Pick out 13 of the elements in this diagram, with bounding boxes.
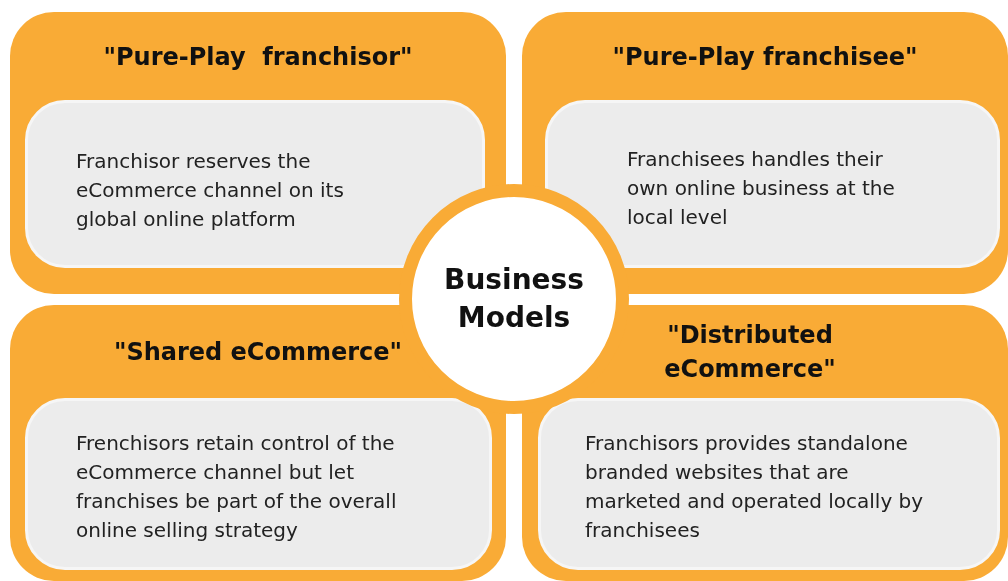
card-heading: "Pure-Play franchisor" [102, 42, 414, 73]
description-panel [25, 100, 485, 268]
card-heading: "Shared eCommerce" [112, 337, 404, 368]
card-heading: "Pure-Play franchisee" [611, 42, 919, 73]
card-heading: "Distributed eCommerce" [663, 320, 837, 385]
description-text: Franchisees handles their own online business at the local level [627, 146, 896, 231]
description-text: Franchisor reserves the eCommerce channel on its global online platform [76, 148, 345, 233]
center-title: Business Models [443, 262, 585, 336]
description-panel [538, 398, 1000, 570]
description-text: Franchisors provides standalone branded websites that are marketed and operated locally by franchisees [585, 430, 925, 544]
description-panel [545, 100, 1000, 268]
description-panel [25, 398, 492, 570]
description-text: Frenchisors retain control of the eCommerce channel but let franchises be part of the overall online selling strategy [76, 430, 398, 544]
